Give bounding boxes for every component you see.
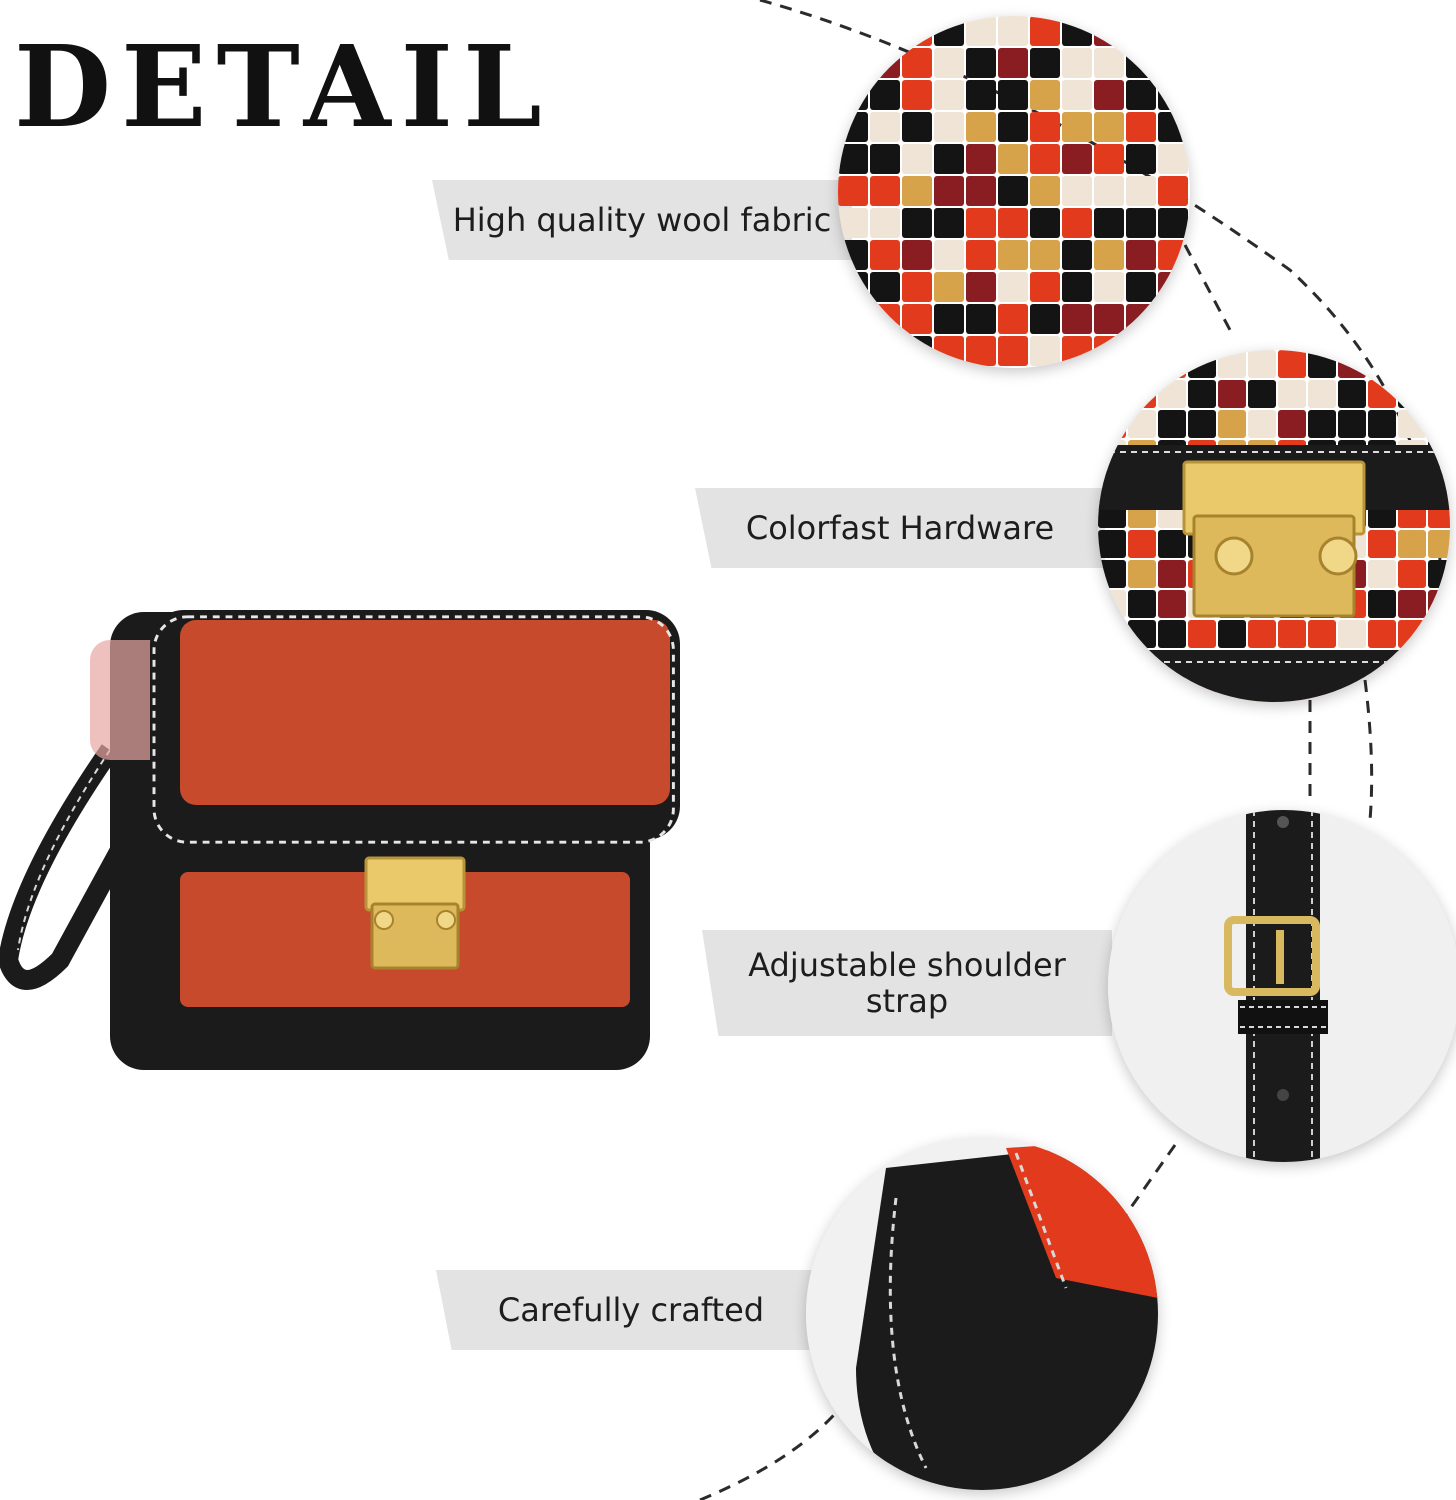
- feature-label-hardware: Colorfast Hardware: [695, 488, 1105, 568]
- feature-label-crafted: Carefully crafted: [436, 1270, 826, 1350]
- strap-buckle-image: [1108, 810, 1456, 1162]
- feature-label-strap-text: Adjustable shoulder strap: [748, 946, 1066, 1020]
- feature-label-fabric: High quality wool fabric: [432, 180, 852, 260]
- fabric-detail-circle: [838, 16, 1190, 368]
- feature-label-fabric-text: High quality wool fabric: [452, 201, 832, 239]
- connector-fabric-hardware: [1183, 244, 1232, 331]
- hardware-detail-circle: [1098, 350, 1450, 702]
- feature-label-crafted-text: Carefully crafted: [497, 1291, 765, 1329]
- strap-detail-circle: [1108, 810, 1456, 1162]
- bag-corner-image: [806, 1138, 1158, 1490]
- clasp-closeup-image: [1098, 350, 1450, 702]
- outer-arc-bottom: [699, 1379, 862, 1500]
- feature-label-hardware-text: Colorfast Hardware: [745, 509, 1055, 547]
- page-title: DETAIL: [14, 22, 552, 153]
- craft-detail-circle: [806, 1138, 1158, 1490]
- feature-label-strap: Adjustable shoulder strap: [702, 930, 1112, 1036]
- tweed-swatch-image: [838, 16, 1188, 366]
- handbag-main-image: [0, 610, 680, 1070]
- outer-arc-right: [1363, 679, 1374, 821]
